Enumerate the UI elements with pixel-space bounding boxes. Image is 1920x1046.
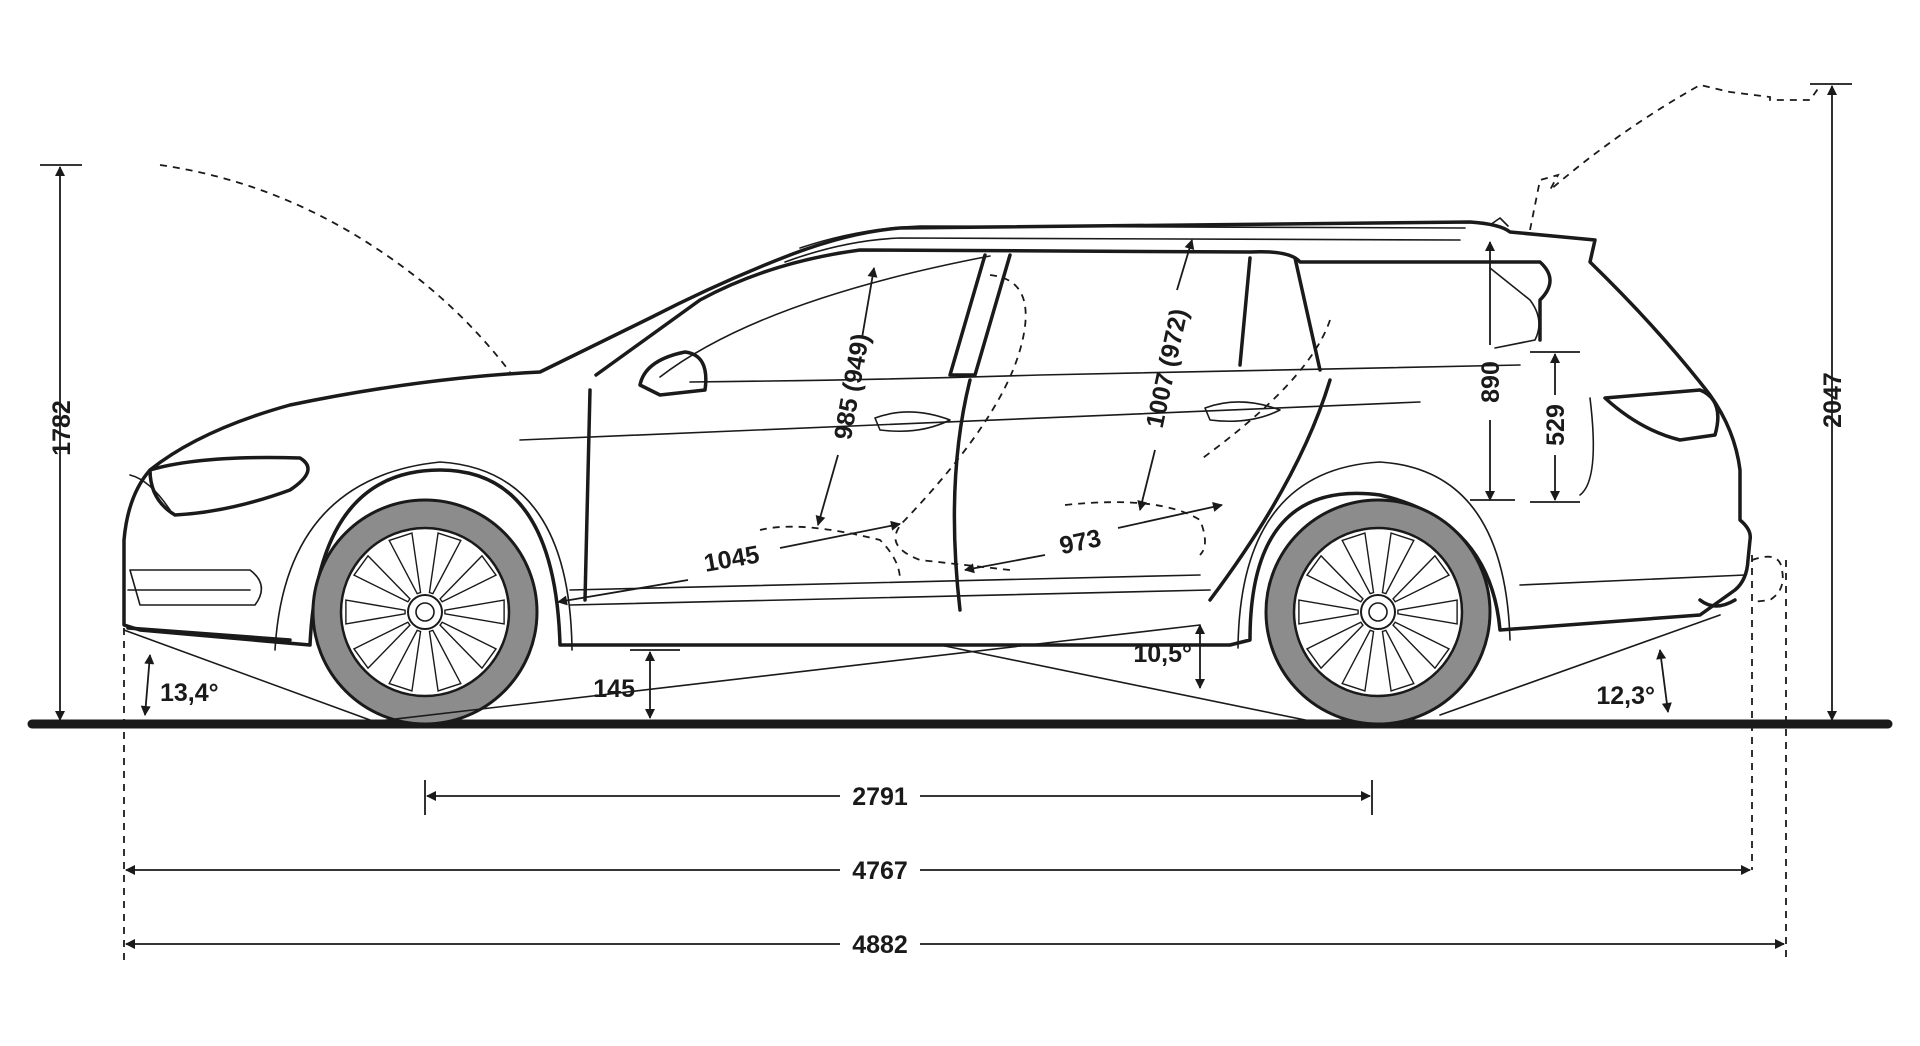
dimension-lines bbox=[40, 83, 1852, 949]
seat-outlines bbox=[759, 274, 1331, 581]
label-load-sill-height: 529 bbox=[1542, 404, 1570, 446]
wheel-spoke bbox=[352, 554, 411, 603]
label-height-tailgate-open: 2047 bbox=[1819, 372, 1847, 428]
wheel-spoke bbox=[1381, 532, 1415, 595]
ramp-angle-line-rear bbox=[939, 644, 1316, 723]
wheel-spoke bbox=[1341, 532, 1375, 595]
label-cargo-opening-height: 890 bbox=[1477, 361, 1505, 403]
wheel-spoke bbox=[1381, 629, 1415, 692]
approach-angle-line bbox=[123, 629, 371, 721]
wheel-spoke bbox=[1397, 599, 1458, 625]
open-hood-outline bbox=[159, 164, 511, 373]
wheel-spoke bbox=[345, 599, 406, 625]
label-approach-angle: 13,4° bbox=[160, 679, 219, 707]
label-rear-legroom: 973 bbox=[1057, 524, 1104, 560]
wheel-spoke bbox=[388, 629, 422, 692]
label-overall-length: 4882 bbox=[852, 931, 908, 959]
label-ramp-angle: 10,5° bbox=[1133, 640, 1192, 668]
wheel-spoke bbox=[439, 621, 498, 670]
wheel-spoke bbox=[1298, 599, 1359, 625]
rear-wheel bbox=[1264, 498, 1492, 726]
label-ground-clearance: 145 bbox=[593, 675, 635, 703]
wheel-spoke bbox=[439, 554, 498, 603]
car-body bbox=[122, 217, 1753, 651]
departure-angle-line bbox=[1439, 614, 1721, 716]
wheel-spoke bbox=[444, 599, 505, 625]
wheel-spoke bbox=[1305, 554, 1364, 603]
label-overall-height: 1782 bbox=[48, 400, 76, 456]
label-front-legroom: 1045 bbox=[702, 540, 762, 577]
tow-bar-outline bbox=[1751, 555, 1784, 603]
open-tailgate-outline bbox=[1529, 84, 1821, 231]
wheel-spoke bbox=[388, 532, 422, 595]
wheel-spoke bbox=[1392, 621, 1451, 670]
label-departure-angle: 12,3° bbox=[1596, 682, 1655, 710]
wheel-spoke bbox=[352, 621, 411, 670]
wheel-spoke bbox=[428, 532, 462, 595]
wheel-spoke bbox=[1392, 554, 1451, 603]
label-wheelbase: 2791 bbox=[852, 783, 908, 811]
ramp-angle-line-front bbox=[369, 624, 1201, 723]
front-wheel bbox=[311, 498, 539, 726]
wheel-spoke bbox=[428, 629, 462, 692]
label-length-body: 4767 bbox=[852, 857, 908, 885]
wheel-spoke bbox=[1341, 629, 1375, 692]
wheel-spoke bbox=[1305, 621, 1364, 670]
